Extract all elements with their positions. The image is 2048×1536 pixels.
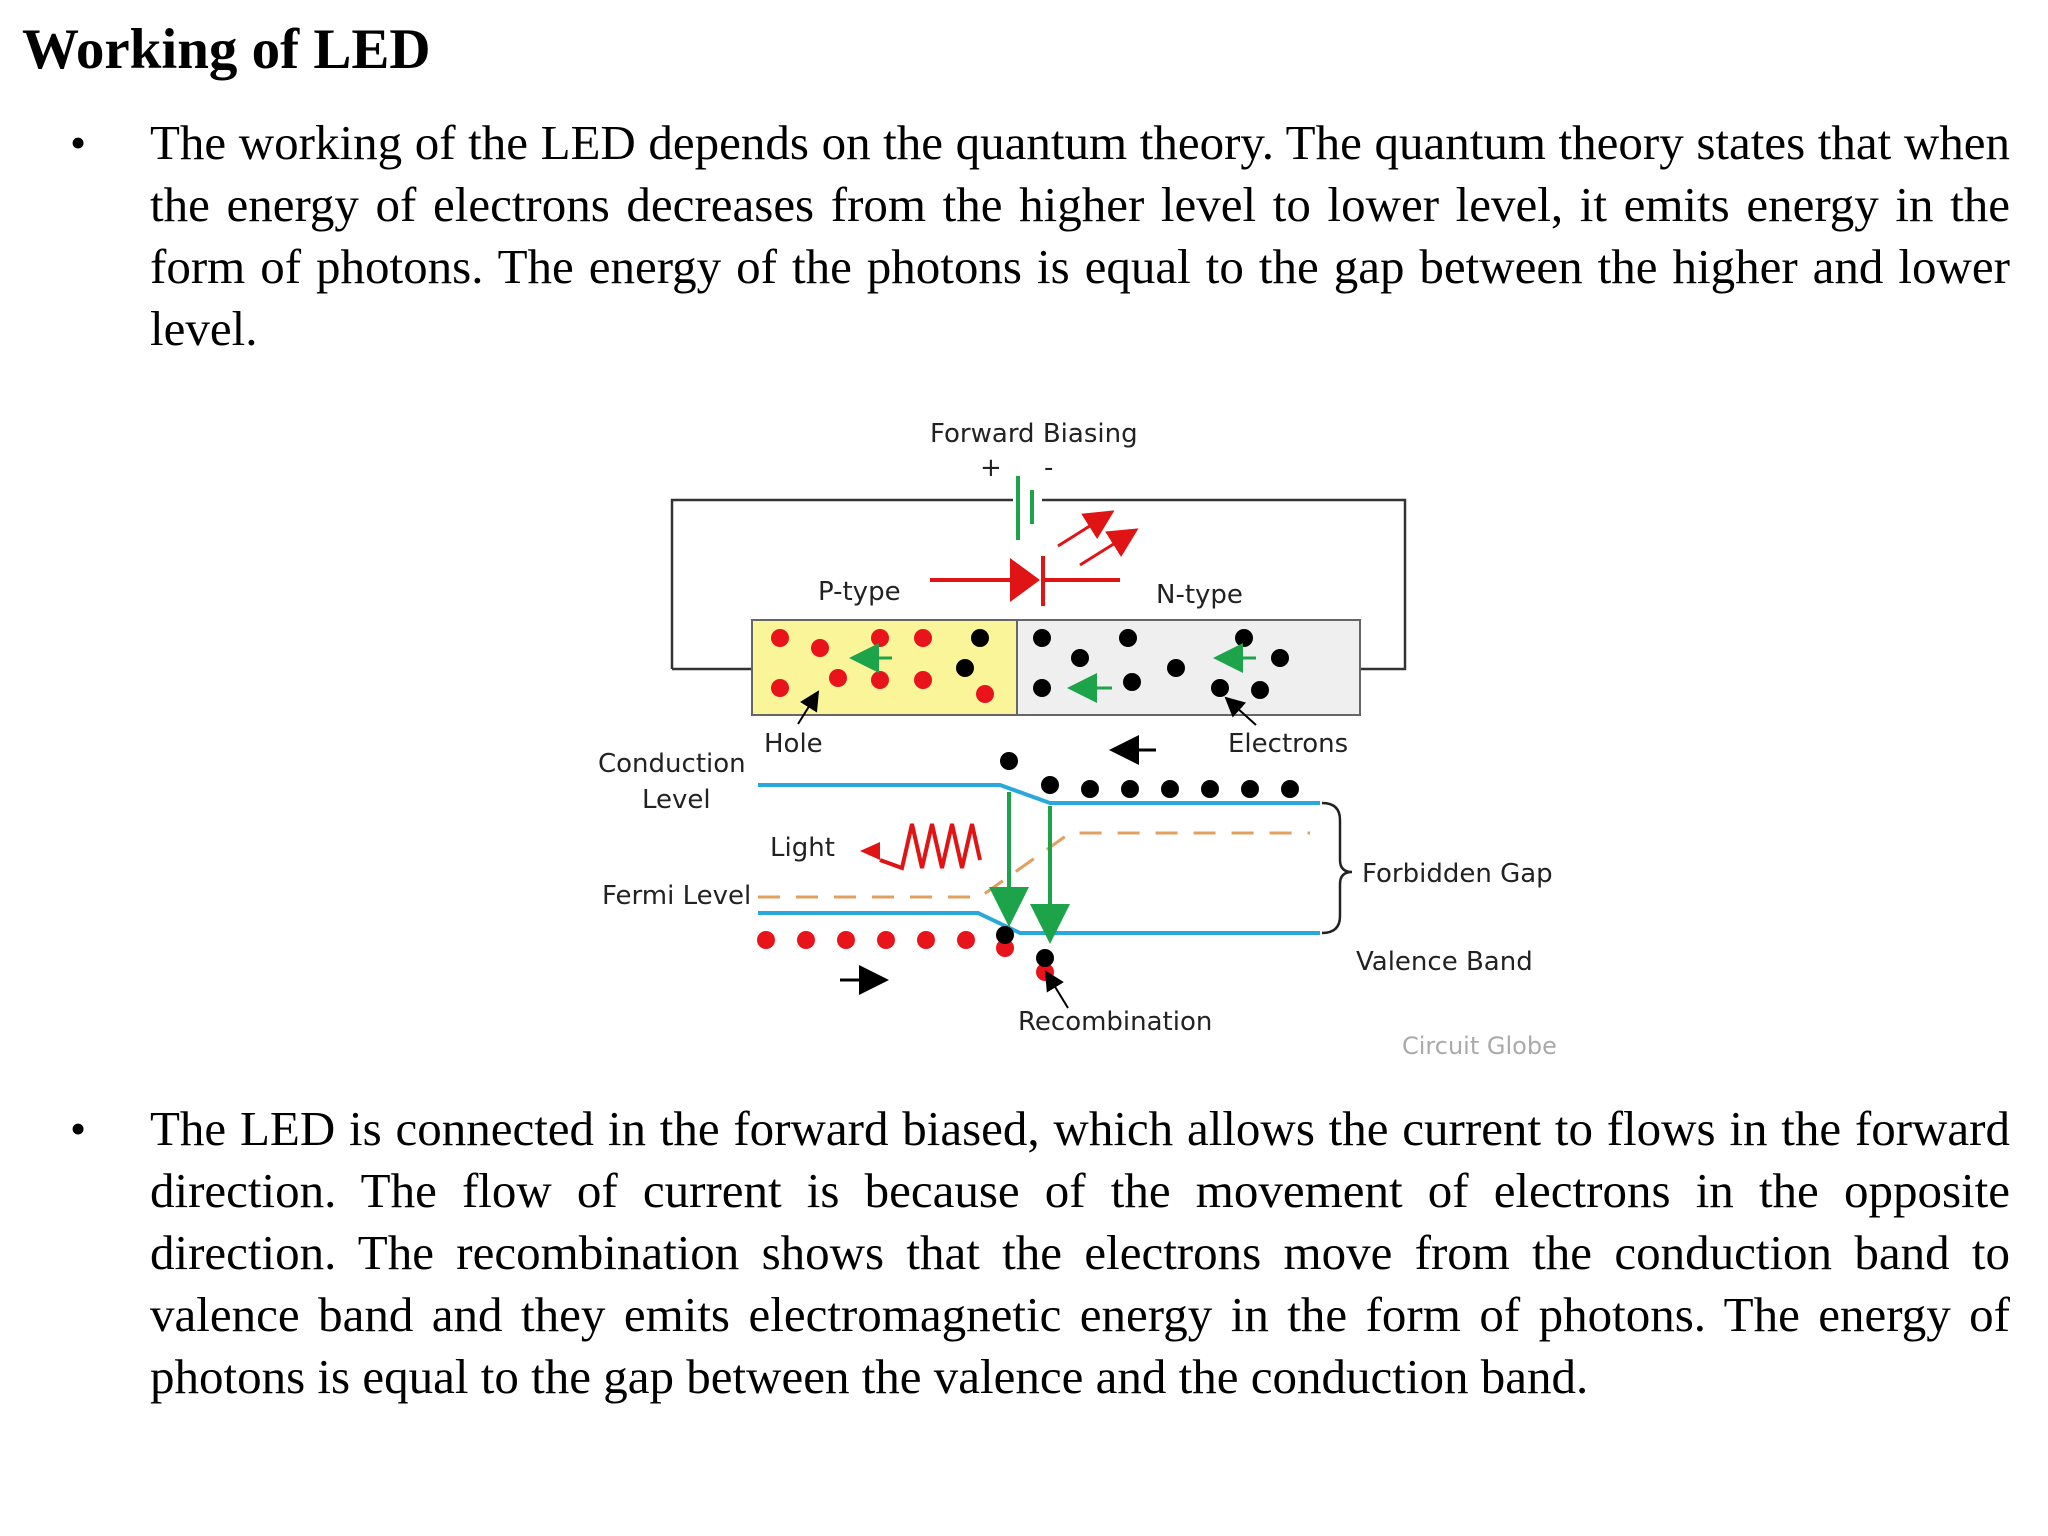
hole (771, 679, 789, 697)
electron (1000, 752, 1018, 770)
electron (1081, 780, 1099, 798)
light-arrowhead (860, 842, 880, 860)
electron (1235, 629, 1253, 647)
forward-biasing-label: Forward Biasing (930, 420, 1138, 449)
electron (1041, 776, 1059, 794)
electrons-label: Electrons (1228, 729, 1348, 759)
electron (1033, 679, 1051, 697)
electron (971, 629, 989, 647)
electrons (956, 629, 1289, 699)
holes (771, 629, 994, 703)
battery-minus-label: - (1044, 453, 1053, 483)
circuit-wire (670, 498, 1407, 671)
battery-plus-label: + (980, 453, 1002, 483)
hole (976, 685, 994, 703)
hole (797, 931, 815, 949)
recombination-pointer (1044, 970, 1069, 1009)
recombination-label: Recombination (1018, 1007, 1212, 1037)
hole (871, 629, 889, 647)
hole (996, 939, 1014, 957)
electron (1161, 780, 1179, 798)
conduction-level-label-line1: Conduction (598, 749, 746, 779)
forbidden-gap-brace (1321, 801, 1353, 935)
page-title: Working of LED (22, 18, 431, 81)
hole (829, 669, 847, 687)
hole (811, 639, 829, 657)
valence-band-label: Valence Band (1356, 947, 1533, 977)
forbidden-gap-label: Forbidden Gap (1362, 859, 1553, 889)
valence-band-line (758, 911, 1320, 935)
hole (877, 931, 895, 949)
fermi-level-line (758, 831, 1310, 899)
valence-holes (757, 931, 1054, 981)
electron (1121, 780, 1139, 798)
hole (837, 931, 855, 949)
hole (957, 931, 975, 949)
electron (1167, 659, 1185, 677)
watermark: Circuit Globe (1402, 1032, 1557, 1060)
bullet-marker: • (70, 117, 87, 168)
conduction-band-line (758, 783, 1320, 805)
electron (1251, 681, 1269, 699)
electron (1033, 629, 1051, 647)
hole (917, 931, 935, 949)
led-triangle (1010, 558, 1040, 602)
fermi-level-label: Fermi Level (602, 881, 751, 911)
p-type-label: P-type (818, 577, 901, 607)
n-type-label: N-type (1156, 580, 1243, 610)
conduction-level-label-line2: Level (642, 785, 711, 815)
hole-pointer (797, 690, 820, 725)
bullet-marker: • (70, 1103, 87, 1154)
electron (1119, 629, 1137, 647)
light-wave (879, 823, 982, 871)
led-working-diagram: Forward Biasing + - P-type N-type (598, 420, 1557, 1060)
recombining-electron (1036, 949, 1054, 967)
hole-label: Hole (764, 729, 823, 759)
electron (1281, 780, 1299, 798)
recombining-electron (996, 926, 1014, 944)
hole (914, 629, 932, 647)
bullet-paragraph-quantum-theory: The working of the LED depends on the qu… (150, 115, 2010, 356)
hole (757, 931, 775, 949)
electron (1071, 649, 1089, 667)
electron (1241, 780, 1259, 798)
electron (1201, 780, 1219, 798)
led-emission-arrow (1057, 510, 1115, 548)
electron (956, 659, 974, 677)
hole (914, 671, 932, 689)
electron (1271, 649, 1289, 667)
led-emission-arrow (1079, 528, 1139, 567)
conduction-electrons (1000, 752, 1299, 798)
electron (1211, 679, 1229, 697)
hole (871, 671, 889, 689)
bullet-paragraph-forward-bias: The LED is connected in the forward bias… (150, 1101, 2010, 1404)
n-type-region (1016, 619, 1361, 716)
electron (1123, 673, 1141, 691)
hole (771, 629, 789, 647)
electrons-pointer (1224, 696, 1257, 726)
light-label: Light (770, 833, 835, 863)
